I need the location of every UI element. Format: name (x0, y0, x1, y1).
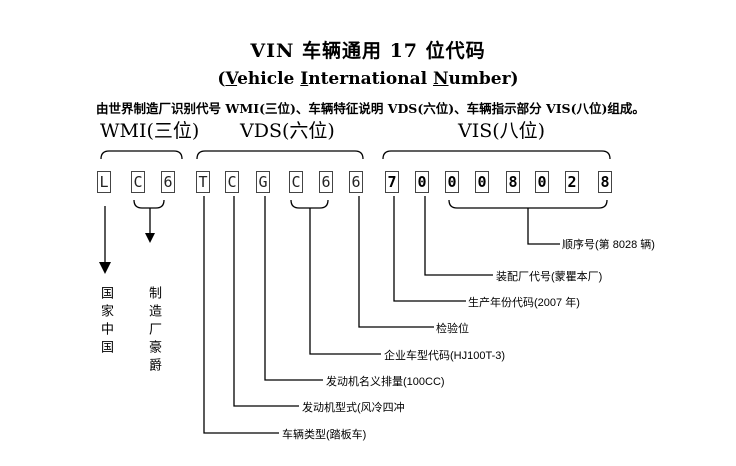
vin-char-box: C (225, 171, 239, 193)
annotation-engine-type: 发动机型式(风冷四冲 (302, 402, 405, 414)
wmi-segment-label: WMI(三位) (100, 120, 200, 142)
annotation-sequence-number: 顺序号(第 8028 辆) (562, 239, 655, 251)
subtitle-part: umber) (448, 69, 519, 89)
description-text: 由世界制造厂识别代号 WMI(三位)、车辆特征说明 VDS(六位)、车辆指示部分… (96, 101, 645, 116)
subtitle-part-initial: N (432, 69, 449, 89)
model-code-bracket (290, 199, 329, 209)
country-label: 国家中国 (99, 286, 114, 358)
vin-char-box: C (131, 171, 145, 193)
leader-assembly-plant (424, 196, 493, 276)
leader-check-digit (358, 196, 434, 328)
vis-bracket (382, 150, 611, 160)
diagram-title: VIN 车辆通用 17 位代码 (250, 40, 486, 62)
subtitle-part-initial: I (300, 69, 309, 89)
vds-bracket (196, 150, 364, 160)
vin-char-box: T (196, 171, 210, 193)
vis-segment-label: VIS(八位) (458, 120, 546, 142)
annotation-vehicle-type: 车辆类型(踏板车) (282, 429, 367, 441)
vin-char-box: 6 (349, 171, 363, 193)
manufacturer-label: 制造厂豪爵 (147, 286, 162, 376)
vin-char-box: C (289, 171, 303, 193)
subtitle-part: ehicle (237, 69, 301, 89)
vin-char-box: 0 (535, 171, 549, 193)
annotation-model-year: 生产年份代码(2007 年) (468, 297, 580, 309)
leader-engine-type (233, 196, 299, 407)
vin-char-box: 0 (475, 171, 489, 193)
annotation-displacement: 发动机名义排量(100CC) (326, 376, 445, 388)
leader-model-year (393, 196, 466, 302)
vin-char-box: G (256, 171, 270, 193)
vin-char-box: 0 (415, 171, 429, 193)
leader-sequence (527, 208, 560, 245)
vin-char-box: 8 (506, 171, 520, 193)
leader-displacement (264, 196, 323, 381)
vds-segment-label: VDS(六位) (240, 120, 335, 142)
vin-char-box: 2 (565, 171, 579, 193)
subtitle-part: nternational (308, 69, 433, 89)
sequence-bracket (448, 199, 608, 209)
leader-model-code (309, 208, 381, 355)
vin-char-box: 8 (598, 171, 612, 193)
vin-char-box: 7 (385, 171, 399, 193)
country-arrow-head (99, 262, 111, 274)
annotation-model-code: 企业车型代码(HJ100T-3) (384, 350, 506, 362)
manufacturer-arrow-head (145, 233, 155, 243)
wmi-bracket (100, 150, 183, 160)
diagram-subtitle: (Vehicle International Number) (0, 69, 736, 89)
annotation-check-digit: 检验位 (436, 323, 469, 335)
vin-char-box: 6 (161, 171, 175, 193)
vin-char-box: 0 (445, 171, 459, 193)
subtitle-part: ( (217, 69, 226, 89)
manufacturer-bracket (133, 199, 165, 209)
subtitle-part-initial: V (225, 69, 238, 89)
annotation-assembly-plant: 装配厂代号(蒙瞿本厂) (496, 271, 603, 283)
leader-vehicle-type (203, 196, 279, 434)
vin-char-box: L (97, 171, 111, 193)
vin-char-box: 6 (319, 171, 333, 193)
